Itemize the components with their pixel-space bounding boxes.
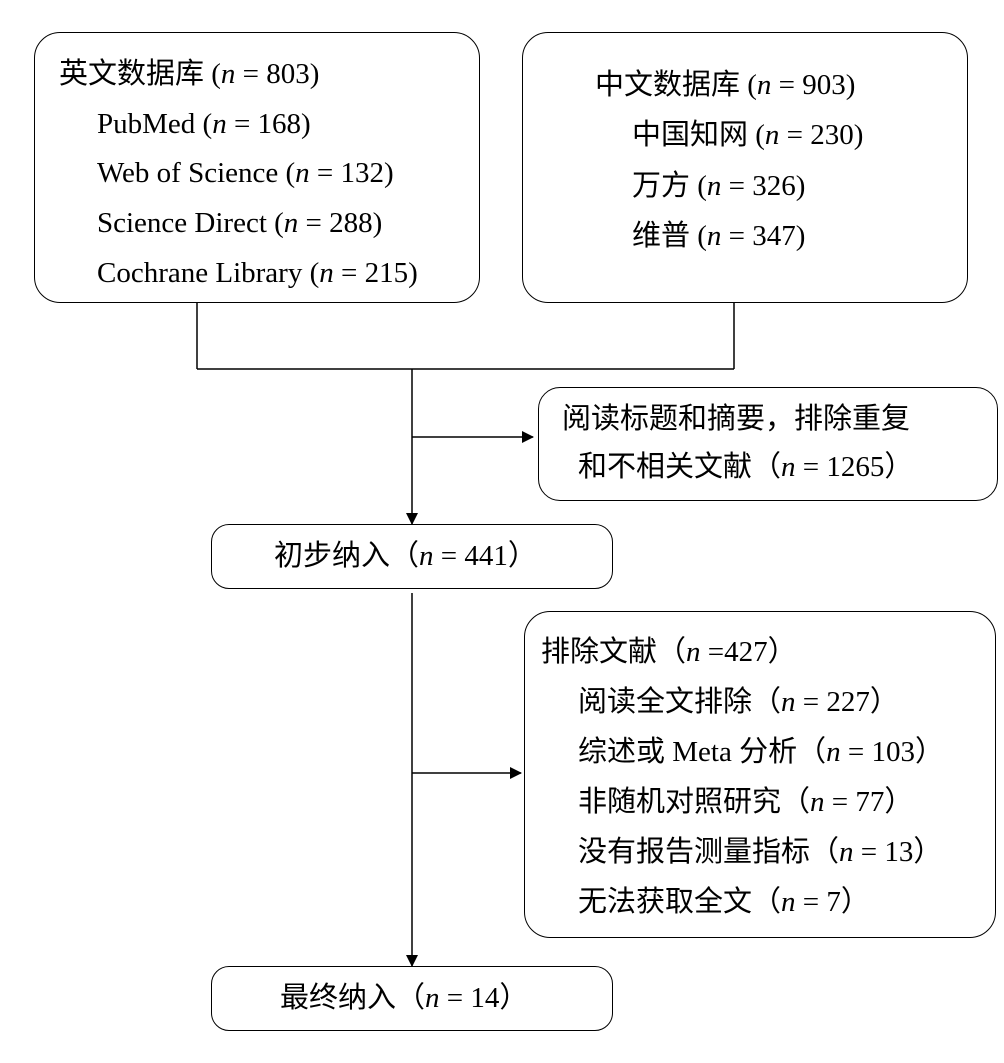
english-database-item: PubMed (n = 168) — [97, 108, 311, 140]
final-inclusion-label: 最终纳入（n = 14） — [280, 982, 529, 1014]
chinese-database-title: 中文数据库 (n = 903) — [595, 69, 856, 101]
fulltext-exclusion-box — [524, 611, 996, 938]
fulltext-exclusion-item: 没有报告测量指标（n = 13） — [578, 836, 943, 868]
fulltext-exclusion-item: 无法获取全文（n = 7） — [578, 886, 870, 918]
english-database-item: Cochrane Library (n = 215) — [97, 257, 418, 289]
english-database-box — [34, 32, 480, 303]
fulltext-exclusion-item: 综述或 Meta 分析（n = 103） — [578, 736, 944, 768]
final-inclusion-box — [211, 966, 613, 1031]
chinese-database-item: 中国知网 (n = 230) — [632, 119, 864, 151]
chinese-database-box — [522, 32, 968, 303]
title-abstract-exclusion-box — [538, 387, 998, 501]
initial-inclusion-label: 初步纳入（n = 441） — [274, 540, 537, 572]
english-database-title: 英文数据库 (n = 803) — [59, 58, 320, 90]
fulltext-exclusion-item: 非随机对照研究（n = 77） — [578, 786, 914, 818]
english-database-item: Science Direct (n = 288) — [97, 207, 383, 239]
fulltext-exclusion-title: 排除文献（n =427） — [541, 636, 797, 668]
title-abstract-exclusion-line1: 阅读标题和摘要，排除重复 — [562, 403, 911, 435]
title-abstract-exclusion-line2: 和不相关文献（n = 1265） — [578, 451, 914, 483]
chinese-database-item: 万方 (n = 326) — [632, 170, 806, 202]
chinese-database-item: 维普 (n = 347) — [632, 220, 806, 252]
initial-inclusion-box — [211, 524, 613, 589]
fulltext-exclusion-item: 阅读全文排除（n = 227） — [578, 686, 899, 718]
english-database-item: Web of Science (n = 132) — [97, 157, 394, 189]
